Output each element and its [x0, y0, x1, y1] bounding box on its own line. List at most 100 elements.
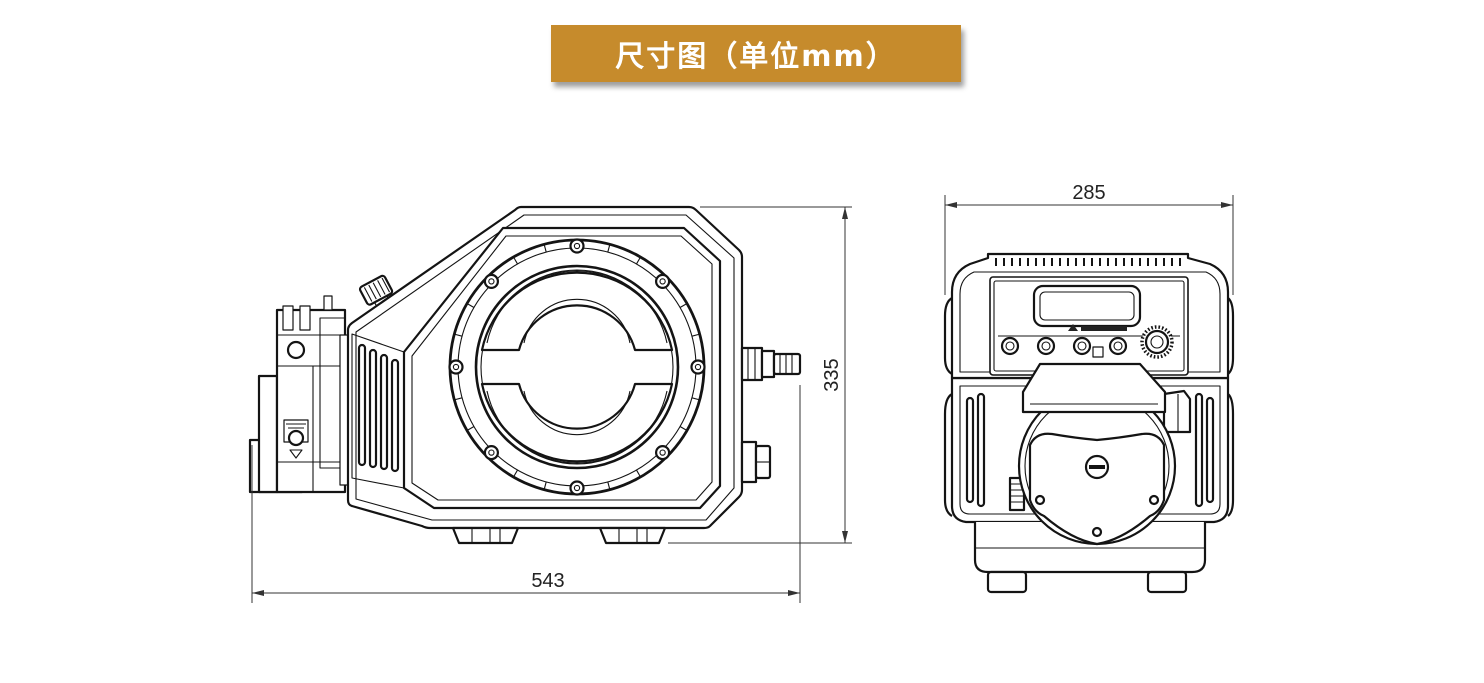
dial-ring-notch: [607, 244, 611, 253]
side-vent-panel: [351, 333, 405, 489]
bottom-fitting: [740, 440, 772, 484]
button-center: [1113, 341, 1123, 351]
dial-ticks: [454, 244, 700, 490]
dial-ring-notch: [454, 333, 463, 337]
roller-pin-icon: [1034, 494, 1046, 506]
left-side-bump-lower: [943, 393, 953, 517]
roller-pin-icon: [1148, 494, 1160, 506]
hose-guide-ribs: [1010, 483, 1024, 503]
knob-icon: [358, 274, 394, 306]
button-icon: [1000, 336, 1020, 356]
button-icon: [1108, 336, 1128, 356]
side-view: [248, 205, 802, 545]
dimension-length: 543: [251, 385, 801, 603]
top-vents: [995, 258, 1181, 266]
right-vent-slot: [1205, 396, 1215, 504]
vent-slot: [357, 343, 367, 467]
dimension-width-label: 285: [1072, 182, 1105, 204]
side-body-inner: [355, 214, 735, 521]
roller-pin-icon: [1091, 526, 1103, 538]
side-foot-left-lines: [471, 528, 501, 543]
button-icon: [1036, 336, 1056, 356]
pump-head-top-pin: [323, 295, 333, 311]
title-banner: 尺寸图（单位mm）: [551, 25, 961, 82]
dial-ring-notch: [513, 469, 518, 478]
valve-hatch: [286, 423, 306, 459]
side-foot-right-lines: [618, 528, 648, 543]
base-tray: [973, 522, 1207, 574]
dial-bottom-cover-edge: [486, 390, 668, 465]
page-title: 尺寸图（单位mm）: [615, 38, 897, 73]
dial-ring-notch: [466, 426, 475, 431]
screw-icon: [654, 445, 671, 461]
screw-icon: [483, 273, 499, 289]
dimension-width: 285: [944, 182, 1234, 295]
front-view: [943, 252, 1235, 594]
connector-ribs: [779, 354, 793, 374]
knob-knurl: [363, 277, 391, 302]
connector-barb: [772, 352, 802, 376]
dial-ring-notch: [691, 333, 700, 337]
pump-head-top-tab-left: [282, 305, 294, 331]
button-center: [1041, 341, 1051, 351]
dial-ring-notch: [679, 303, 688, 308]
dial-bottom-cover: [480, 382, 674, 463]
connector-base: [740, 346, 764, 382]
dial-ring-notch: [607, 481, 611, 490]
control-panel: [989, 276, 1189, 376]
screw-center: [573, 242, 581, 250]
dimension-length-label: 543: [531, 570, 564, 592]
dial-ring-notch: [543, 481, 547, 490]
dimension-height-label: 335: [821, 358, 843, 391]
latch-right: [1162, 389, 1192, 434]
hose-clamp-icon: [286, 340, 306, 360]
dial-ring-notch: [679, 426, 688, 431]
button-center: [1077, 341, 1087, 351]
front-foot-right: [1146, 570, 1188, 594]
speed-knob-icon: [1144, 329, 1170, 355]
side-foot-right: [598, 526, 667, 545]
dial-screws: [448, 238, 706, 496]
pump-head-left-block: [257, 374, 279, 494]
screw-center: [694, 363, 702, 371]
pump-cover: [1021, 362, 1167, 414]
dial-inner-ring: [474, 264, 680, 470]
screw-icon: [569, 480, 585, 496]
speed-knob-center: [1150, 335, 1164, 349]
valve-icon: [287, 429, 305, 447]
display-screen-inner: [1039, 291, 1135, 321]
screw-center: [452, 363, 460, 371]
screw-center: [573, 484, 581, 492]
pump-dial: [448, 238, 706, 496]
right-vent-slot: [1194, 392, 1204, 508]
dial-ring-notch: [466, 303, 475, 308]
vent-slot: [379, 353, 389, 471]
side-foot-left: [451, 526, 520, 545]
dial-frame-inner: [411, 235, 713, 501]
pump-head-top-tab-right: [299, 305, 311, 331]
lower-housing-inner: [959, 385, 1221, 515]
screw-center: [659, 278, 666, 285]
right-side-bump-upper: [1227, 297, 1235, 375]
left-vent-slot: [965, 396, 975, 504]
screw-center: [488, 278, 495, 285]
screw-icon: [483, 445, 499, 461]
rotor-plate: [1028, 432, 1166, 546]
vent-slot: [368, 348, 378, 469]
vent-slot: [390, 358, 400, 473]
side-pump-head: [248, 295, 351, 494]
pump-head-main-block: [275, 308, 347, 494]
brand-logo-mark: [1081, 326, 1127, 331]
button-icon: [1072, 336, 1092, 356]
front-foot-left: [986, 570, 1028, 594]
dial-ring-notch: [691, 397, 700, 401]
screw-icon: [690, 359, 706, 375]
indicator: [1092, 346, 1104, 358]
dial-ring-notch: [636, 256, 641, 265]
screw-icon: [569, 238, 585, 254]
dial-ring-notch: [513, 256, 518, 265]
dial-inner-ring-edge: [480, 270, 674, 464]
screw-icon: [654, 273, 671, 289]
screw-center: [659, 449, 666, 456]
